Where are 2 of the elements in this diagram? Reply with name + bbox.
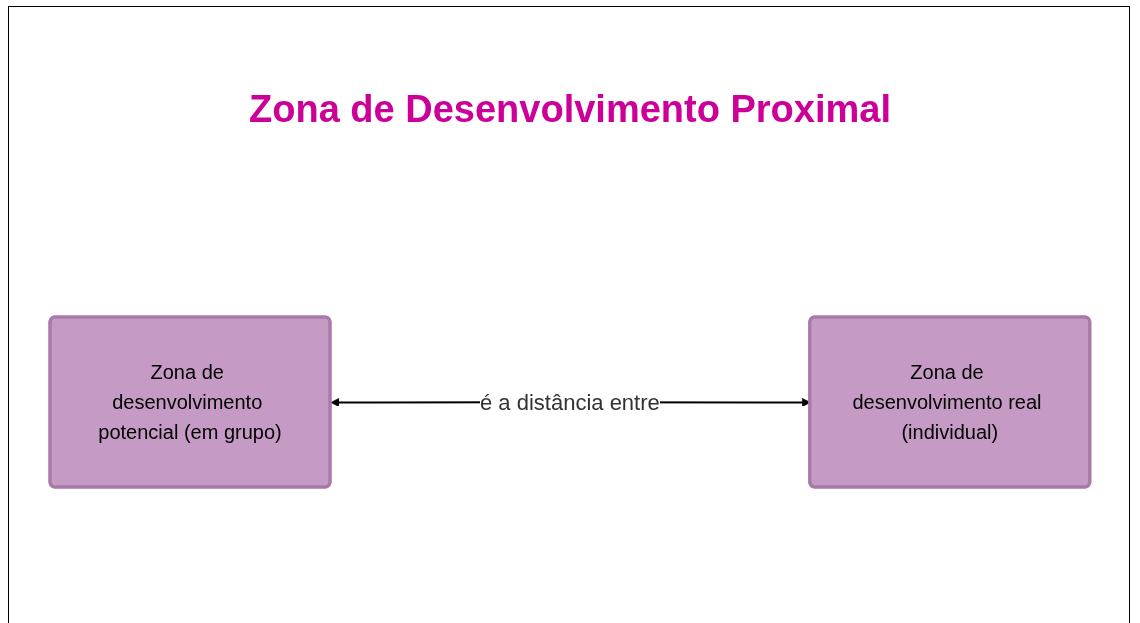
edge-label: é a distância entre xyxy=(480,389,660,414)
diagram-title: Zona de Desenvolvimento Proximal xyxy=(248,88,892,131)
